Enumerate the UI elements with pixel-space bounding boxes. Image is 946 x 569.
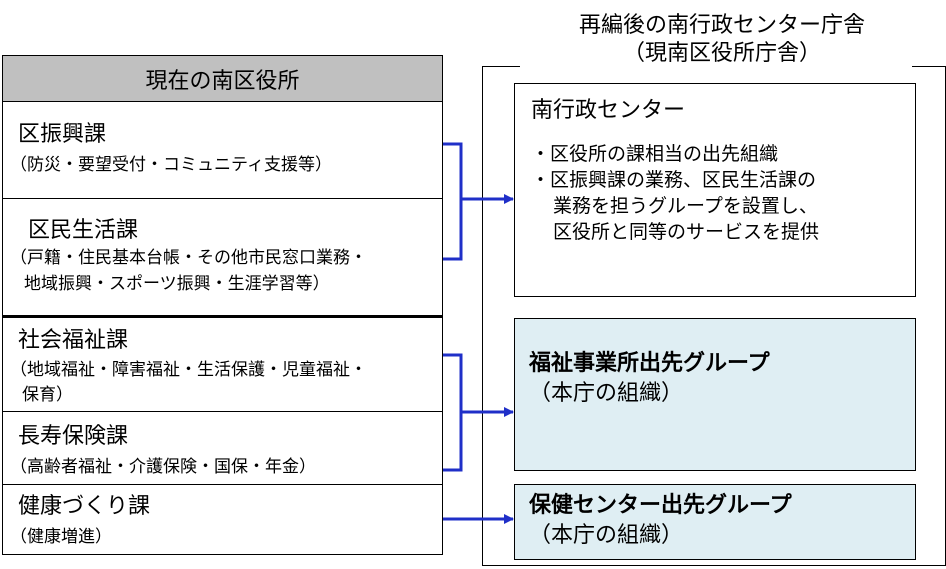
reorganized-building-title-line2: （現南区役所庁舎） — [622, 41, 821, 66]
target-bullet: ・区振興課の業務、区民生活課の — [531, 169, 817, 191]
section-divider — [2, 411, 443, 412]
section-name: 区振興課 — [18, 122, 107, 147]
target-subtitle: （本庁の組織） — [529, 381, 684, 406]
section-description: （健康増進） — [10, 527, 112, 547]
section-name: 社会福祉課 — [18, 328, 129, 353]
section-description: （高齢者福祉・介護保険・国保・年金） — [10, 457, 316, 477]
section-name: 健康づくり課 — [18, 494, 151, 519]
section-name: 区民生活課 — [28, 218, 139, 243]
section-name: 長寿保険課 — [18, 424, 129, 449]
target-bullet: 業務を担うグループを設置し、 — [553, 195, 818, 217]
current-office-sections — [2, 101, 443, 555]
section-description: 保育） — [22, 385, 73, 405]
target-title: 保健センター出先グループ — [529, 493, 792, 518]
section-divider — [2, 198, 443, 199]
section-description: （防災・要望受付・コミュニティ支援等） — [10, 155, 332, 175]
target-box-health-center: 保健センター出先グループ （本庁の組織） — [514, 484, 916, 560]
reorganized-building-title-line1: 再編後の南行政センター庁舎 — [578, 13, 865, 38]
reorganized-building-title: 再編後の南行政センター庁舎 （現南区役所庁舎） — [532, 12, 912, 68]
section-divider-thick — [2, 315, 443, 318]
target-title: 南行政センター — [531, 98, 686, 123]
target-subtitle: （本庁の組織） — [529, 523, 684, 548]
section-description: （地域福祉・障害福祉・生活保護・児童福祉・ — [10, 360, 367, 380]
bracket-connector-1 — [443, 142, 513, 261]
target-box-welfare-office: 福祉事業所出先グループ （本庁の組織） — [514, 318, 916, 471]
target-bullet: ・区役所の課相当の出先組織 — [531, 143, 779, 165]
section-description: （戸籍・住民基本台帳・その他市民窓口業務・ — [10, 248, 367, 268]
section-divider — [2, 484, 443, 485]
bracket-connector-2 — [443, 353, 513, 472]
section-description: 地域振興・スポーツ振興・生涯学習等） — [24, 274, 330, 294]
target-bullet: 区役所と同等のサービスを提供 — [553, 221, 820, 243]
target-box-administrative-center: 南行政センター ・区役所の課相当の出先組織 ・区振興課の業務、区民生活課の 業務… — [514, 83, 916, 297]
target-title: 福祉事業所出先グループ — [529, 351, 770, 376]
